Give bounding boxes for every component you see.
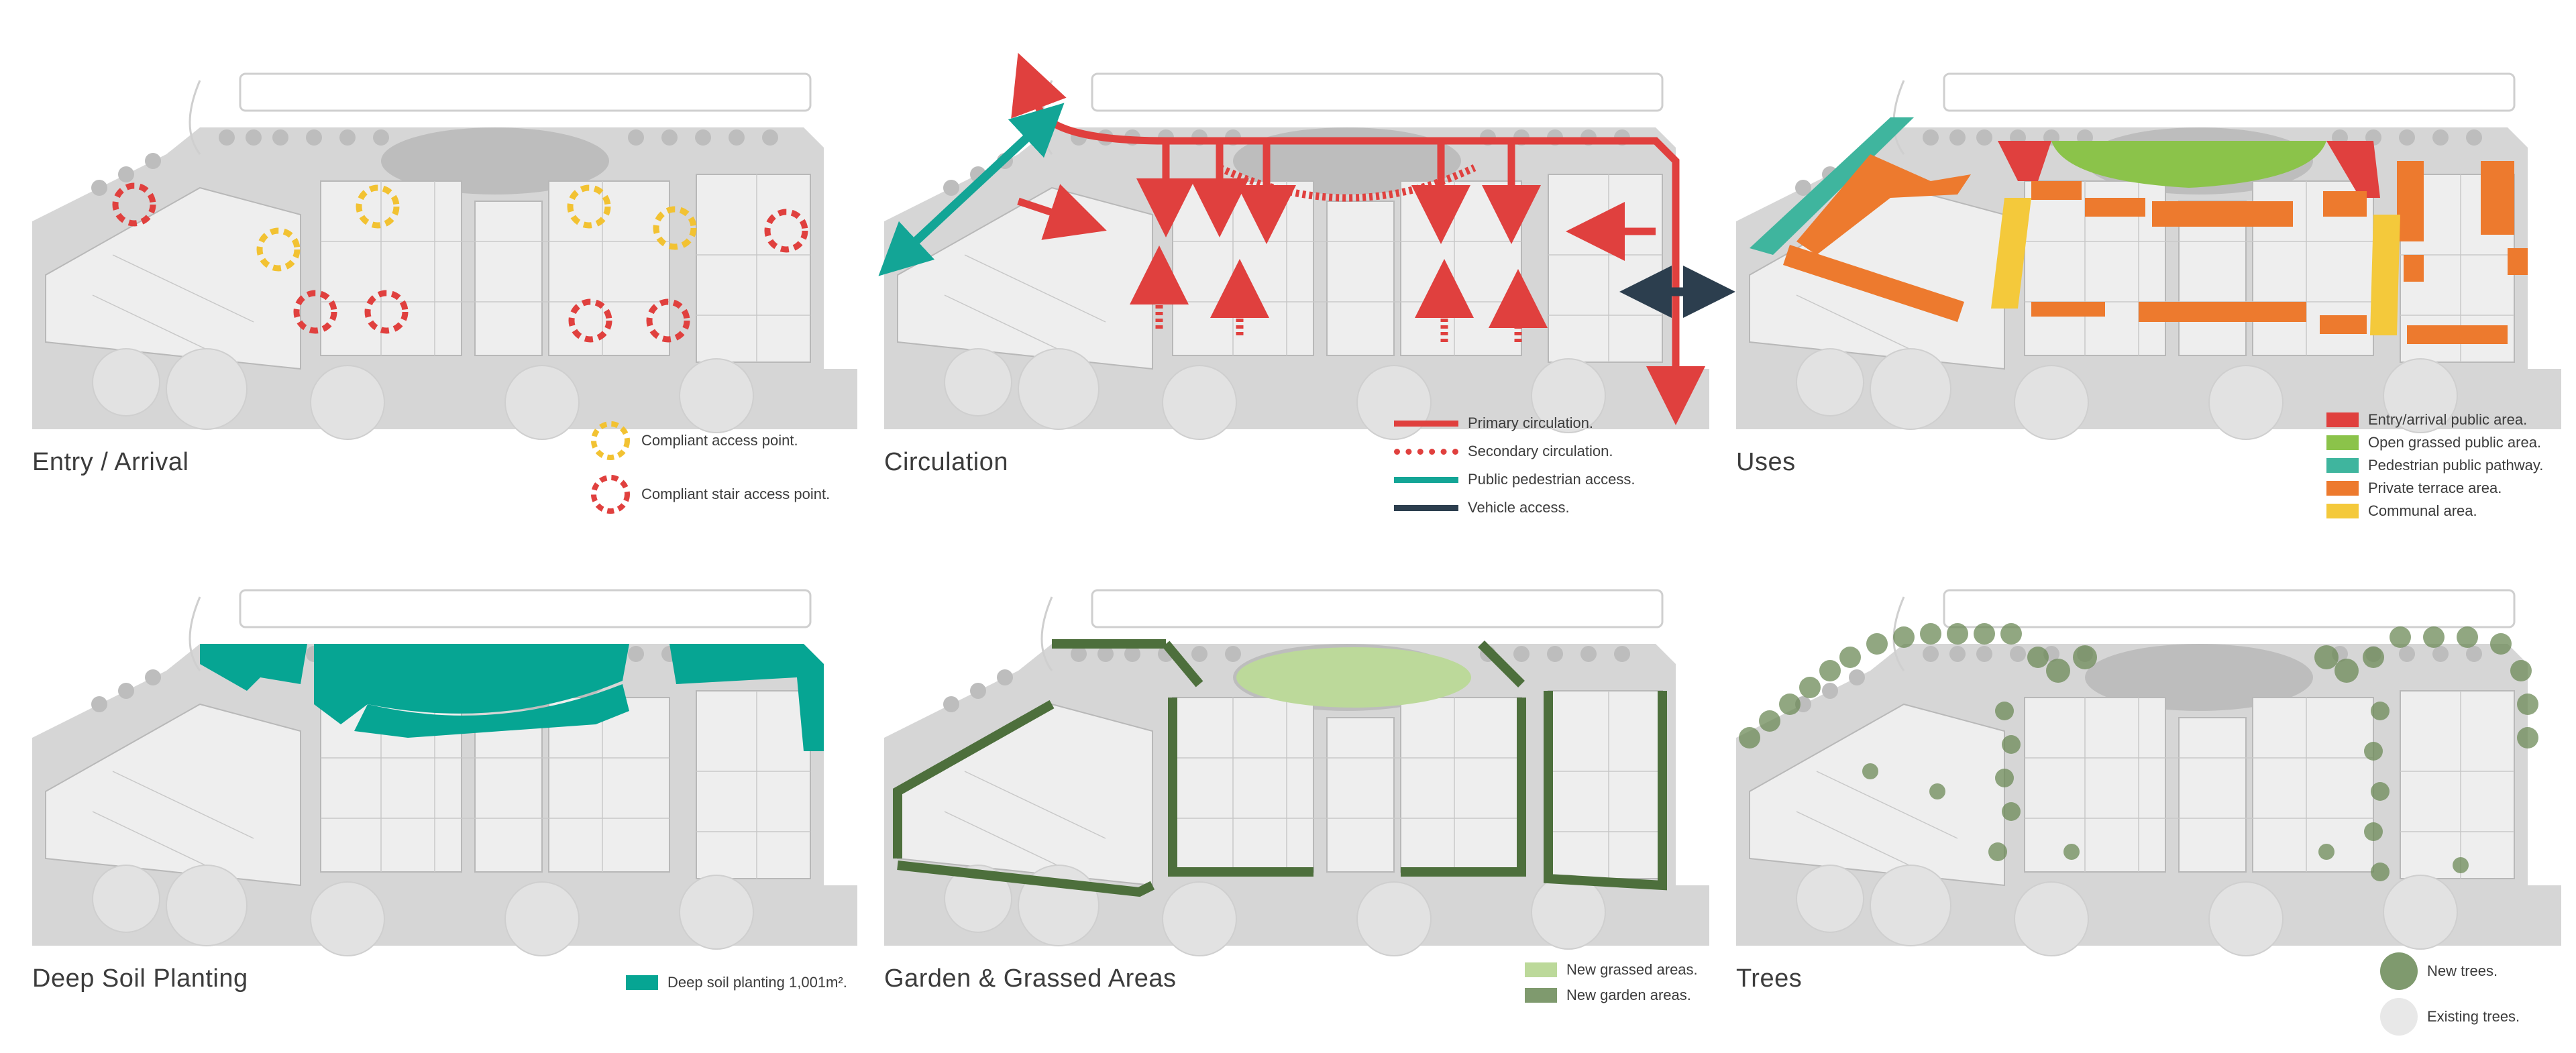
legend-label: New garden areas. (1566, 987, 1691, 1003)
compliant-access-point (256, 227, 301, 272)
legend: Compliant access point. Compliant stair … (589, 419, 857, 514)
communal-swatch-icon (2326, 504, 2359, 518)
legend-label: Deep soil planting 1,001m². (667, 974, 847, 991)
legend-label: Pedestrian public pathway. (2368, 457, 2544, 474)
grassed-swatch-icon (1525, 962, 1557, 977)
new-trees (1739, 623, 2538, 881)
circulation-site-plan (878, 52, 1735, 441)
legend-label: Open grassed public area. (2368, 434, 2542, 451)
legend: Entry/arrival public area. Open grassed … (2326, 412, 2561, 526)
legend-label: Public pedestrian access. (1468, 471, 1635, 488)
legend: Deep soil planting 1,001m². (626, 975, 854, 1002)
dashed-circle-icon (591, 475, 630, 514)
new-grassed-area (1236, 647, 1471, 708)
dashed-circle-icon (591, 421, 630, 460)
panel-title: Deep Soil Planting (32, 964, 248, 993)
garden-site-plan (883, 589, 1711, 957)
compliant-access-point (356, 184, 400, 229)
secondary-circulation-line-icon (1394, 448, 1458, 455)
vehicle-access-line-icon (1394, 504, 1458, 511)
panel-title: Uses (1736, 448, 1796, 476)
panel-title: Garden & Grassed Areas (884, 964, 1177, 993)
legend-item: New garden areas. (1525, 988, 1691, 1003)
primary-circulation-line-icon (1394, 420, 1458, 427)
panel-garden-grassed: Garden & Grassed Areas New grassed areas… (883, 570, 1711, 1053)
legend-item: Private terrace area. (2326, 481, 2502, 496)
legend-label: Communal area. (2368, 502, 2477, 519)
deep-soil-area (200, 644, 824, 751)
terrace-swatch-icon (2326, 481, 2359, 496)
compliant-stair-access-point (568, 298, 612, 343)
legend-label: Entry/arrival public area. (2368, 411, 2528, 428)
pedestrian-public-pathway (1750, 117, 1914, 255)
legend-label: Secondary circulation. (1468, 443, 1613, 459)
legend-label: Existing trees. (2427, 1008, 2520, 1025)
compliant-stair-access-point (764, 209, 808, 253)
legend: Primary circulation. Secondary circulati… (1394, 416, 1703, 516)
entry-arrival-area (1998, 141, 2051, 181)
existing-tree-icon (2380, 998, 2418, 1036)
compliant-stair-access-point (112, 182, 156, 227)
panel-uses: Uses Entry/arrival public area. Open gra… (1735, 54, 2563, 537)
compliant-stair-access-point (646, 298, 690, 343)
panel-title: Circulation (884, 448, 1009, 476)
legend-label: New grassed areas. (1566, 961, 1698, 978)
legend-item: Deep soil planting 1,001m². (626, 975, 847, 990)
legend-item: New trees. (2380, 952, 2498, 990)
panel-entry-arrival: Entry / Arrival Compliant access point. … (31, 54, 859, 537)
legend-item: Public pedestrian access. (1394, 472, 1635, 487)
legend-label: Private terrace area. (2368, 480, 2502, 496)
legend-item: Communal area. (2326, 504, 2477, 518)
panel-circulation: Circulation Primary circulation. Seconda… (878, 52, 1735, 537)
deep-soil-site-plan (31, 589, 859, 957)
garden-swatch-icon (1525, 988, 1557, 1003)
legend-item: Primary circulation. (1394, 416, 1593, 431)
compliant-stair-access-point (293, 290, 337, 334)
new-garden-area (893, 639, 1667, 897)
panel-title: Entry / Arrival (32, 448, 189, 476)
legend-label: Primary circulation. (1468, 414, 1594, 431)
deep-soil-swatch-icon (626, 975, 658, 990)
legend-item: Compliant stair access point. (589, 473, 830, 516)
uses-site-plan (1735, 72, 2563, 441)
legend-item: Secondary circulation. (1394, 444, 1613, 459)
compliant-access-point (567, 184, 611, 229)
legend-label: Compliant access point. (641, 432, 798, 449)
legend: New grassed areas. New garden areas. (1525, 962, 1706, 1016)
legend-item: Existing trees. (2380, 998, 2520, 1036)
entry-arrival-area (2326, 141, 2380, 198)
panel-trees: Trees New trees. Existing trees. (1735, 570, 2563, 1053)
pathway-swatch-icon (2326, 458, 2359, 473)
legend-label: Vehicle access. (1468, 499, 1570, 516)
legend-item: Open grassed public area. (2326, 435, 2541, 450)
legend-item: New grassed areas. (1525, 962, 1698, 977)
open-grassed-area (2051, 141, 2326, 188)
legend-item: Pedestrian public pathway. (2326, 458, 2543, 473)
new-tree-icon (2380, 952, 2418, 990)
legend-item: Vehicle access. (1394, 500, 1570, 515)
panel-deep-soil-planting: Deep Soil Planting Deep soil planting 1,… (31, 570, 859, 1053)
trees-site-plan (1735, 589, 2563, 957)
legend-label: Compliant stair access point. (641, 486, 830, 502)
panel-title: Trees (1736, 964, 1803, 993)
legend-item: Entry/arrival public area. (2326, 412, 2527, 427)
entry-area-swatch-icon (2326, 412, 2359, 427)
compliant-access-point (653, 206, 697, 250)
legend-label: New trees. (2427, 962, 2498, 979)
compliant-stair-access-point (364, 290, 409, 334)
grassed-area-swatch-icon (2326, 435, 2359, 450)
legend-item: Compliant access point. (589, 419, 798, 462)
legend: New trees. Existing trees. (2380, 952, 2561, 1040)
entry-arrival-site-plan (31, 72, 859, 441)
pedestrian-access-line-icon (1394, 476, 1458, 483)
